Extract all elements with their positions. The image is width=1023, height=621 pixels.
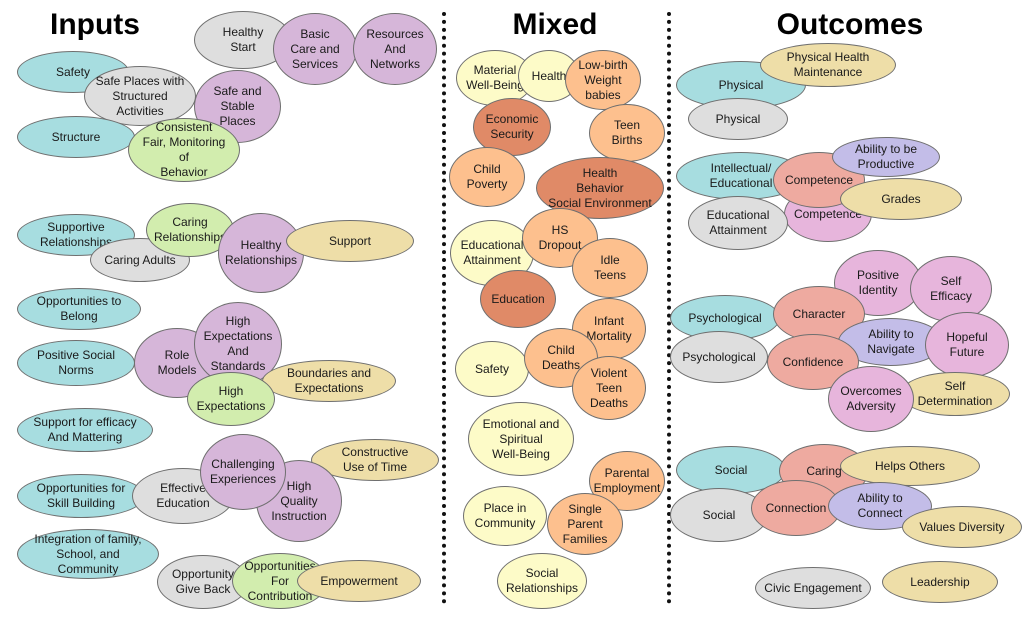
node-overcomes-adversity: Self Determination [900,372,1010,416]
node-education-mixed: Education [480,270,556,328]
node-hopeful-future: Hopeful Future [925,312,1009,378]
node-material-well-being: Material Well-Being [456,50,534,106]
node-social-relationships: Social Relationships [497,553,587,609]
outcomes-heading: Outcomes [776,8,924,41]
node-emotional-spiritual-well-being: Emotional and Spiritual Well-Being [468,402,574,476]
node-idle-teens: Idle Teens [572,238,648,298]
node-educational-attainment-outcome: Educational Attainment [688,196,788,250]
node-safety-input: Safety [17,51,129,93]
node-ability-productive: Ability to be Productive [832,137,940,177]
node-basic-care-services: Basic Care and Services [273,13,357,85]
node-caring-relationships: Caring Relationships [146,203,234,257]
node-physical-health-maintenance: Physical Health Maintenance [760,43,896,87]
node-healthy-relationships: Healthy Relationships [218,213,304,293]
node-positive-social-norms: Positive Social Norms [17,340,135,386]
node-psychological-grey: Psychological [670,331,768,383]
node-self-determination: Overcomes Adversity [828,366,914,432]
node-teen-births: Teen Births [589,104,665,162]
node-opportunities-contribution: Opportunities For Contribution [232,553,328,609]
node-constructive-use-of-time: Constructive Use of Time [311,439,439,481]
node-low-birth-weight: Low-birth Weight babies [565,50,641,110]
node-opportunities-to-belong: Opportunities to Belong [17,288,141,330]
node-safety-mixed: Safety [455,341,529,397]
node-opportunities-skill-building: Opportunities for Skill Building [17,474,145,518]
node-connection: Connection [751,480,841,536]
node-integration-family-school-community: Integration of family, School, and Commu… [17,529,159,579]
node-helps-others: Helps Others [840,446,980,486]
node-physical-grey: Physical [688,98,788,140]
node-consistent-fair-monitoring: Consistent Fair, Monitoring of Behavior [128,118,240,182]
node-hs-dropout: HS Dropout [522,208,598,268]
node-grades: Grades [840,178,962,220]
node-support-efficacy-mattering: Support for efficacy And Mattering [17,408,153,452]
node-high-expectations: High Expectations [187,372,275,426]
node-self-efficacy: Self Efficacy [910,256,992,322]
inputs-heading: Inputs [50,8,140,41]
node-challenging-experiences: Challenging Experiences [200,434,286,510]
node-place-in-community: Place in Community [463,486,547,546]
node-supportive-relationships: Supportive Relationships [17,214,135,256]
node-structure: Structure [17,116,135,158]
node-civic-engagement: Civic Engagement [755,567,871,609]
node-boundaries-expectations: Boundaries and Expectations [262,360,396,402]
node-values-diversity: Values Diversity [902,506,1022,548]
node-single-parent-families: Single Parent Families [547,493,623,555]
divider-left [442,12,446,604]
node-parental-employment: Parental Employment [589,451,665,511]
node-resources-networks: Resources And Networks [353,13,437,85]
mixed-heading: Mixed [512,8,598,41]
node-empowerment: Empowerment [297,560,421,602]
node-child-poverty: Child Poverty [449,147,525,207]
node-effective-education: Effective Education [132,468,234,524]
node-support: Support [286,220,414,262]
node-violent-teen-deaths: Violent Teen Deaths [572,356,646,420]
node-child-deaths: Child Deaths [524,328,598,388]
node-leadership: Leadership [882,561,998,603]
divider-right [667,12,671,604]
